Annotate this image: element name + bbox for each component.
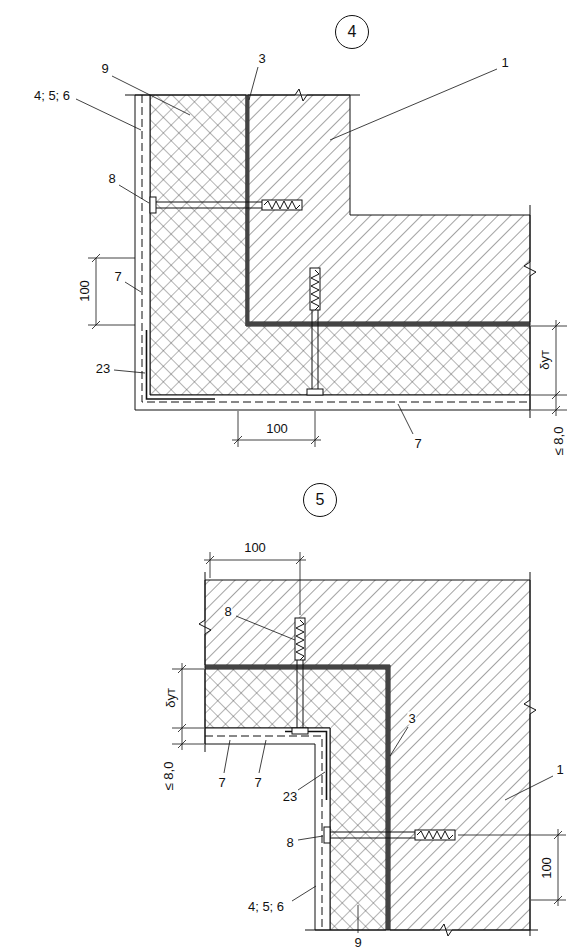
dimension-text: ≤ 8,0 xyxy=(552,426,565,457)
corner-profile xyxy=(147,330,216,399)
callout-number: 8 xyxy=(223,605,232,618)
anchor xyxy=(150,197,302,213)
leader-lines xyxy=(224,616,553,933)
callout-number: 4; 5; 6 xyxy=(33,89,71,102)
callout-number: 8 xyxy=(107,172,116,185)
callout-number: 3 xyxy=(257,52,266,65)
callout-number: 8 xyxy=(285,836,294,849)
detail-number: 5 xyxy=(303,483,337,517)
wall xyxy=(205,580,530,930)
callout-number: 7 xyxy=(113,270,122,283)
callout-number: 7 xyxy=(413,437,422,450)
break-line xyxy=(125,89,360,101)
dimension-text: 100 xyxy=(243,541,267,554)
dimension-lines xyxy=(172,552,566,906)
break-line xyxy=(305,924,538,936)
break-line xyxy=(524,572,536,936)
callout-number: 1 xyxy=(555,763,564,776)
callout-number: 7 xyxy=(253,776,262,789)
callout-number: 9 xyxy=(100,62,109,75)
dimension-text: ≤ 8,0 xyxy=(162,761,175,792)
insulation xyxy=(150,95,530,395)
callout-number: 7 xyxy=(217,776,226,789)
break-line xyxy=(524,205,536,418)
reinforcing-mesh xyxy=(142,95,530,402)
callout-number: 23 xyxy=(282,790,298,803)
anchor xyxy=(292,618,308,734)
callout-number: 4; 5; 6 xyxy=(247,900,285,913)
anchor xyxy=(307,268,323,395)
detail-number-text: 5 xyxy=(316,492,325,508)
render-layer xyxy=(205,728,330,930)
render-layer xyxy=(135,95,530,410)
anchor xyxy=(324,827,455,843)
leader-lines xyxy=(76,67,497,434)
callout-number: 1 xyxy=(500,56,509,69)
dimension-text: 100 xyxy=(78,279,91,303)
dimension-text: δут xyxy=(538,349,551,371)
reinforcing-mesh xyxy=(205,736,322,930)
adhesive-layer xyxy=(248,95,531,324)
dimension-lines xyxy=(88,254,567,447)
wall xyxy=(248,95,530,322)
dimension-text: 100 xyxy=(540,856,553,880)
detail-number-text: 4 xyxy=(348,24,357,40)
callout-number: 23 xyxy=(95,362,111,375)
detail-number: 4 xyxy=(335,15,369,49)
break-line xyxy=(199,572,211,752)
insulation xyxy=(205,669,386,930)
dimension-text: 100 xyxy=(265,422,289,435)
callout-number: 9 xyxy=(353,936,362,949)
dimension-text: δут xyxy=(164,687,177,709)
callout-number: 3 xyxy=(407,712,416,725)
